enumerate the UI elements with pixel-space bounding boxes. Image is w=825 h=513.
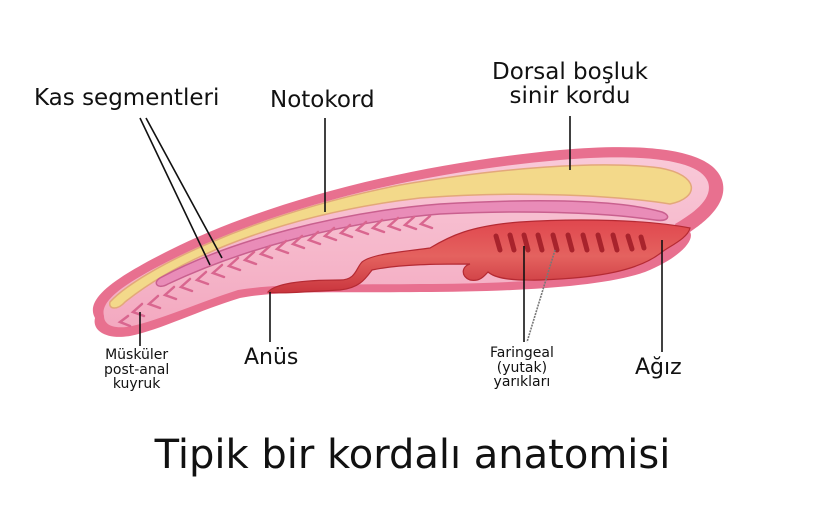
label-mouth: Ağız [635, 355, 682, 380]
body-inner [103, 157, 709, 328]
label-pharyngeal-line2: (yutak) [496, 359, 548, 376]
leader-lines [139, 116, 663, 352]
diagram-title: Tipik bir kordalı anatomisi [154, 432, 671, 478]
notochord-rod [155, 199, 669, 288]
muscle-segments [117, 214, 434, 328]
label-tail-line3: kuyruk [112, 376, 161, 393]
dorsal-nerve-cord [109, 164, 692, 309]
pharyngeal-slits [493, 232, 647, 253]
label-post-anal-tail: Müsküler post-anal kuyruk [104, 348, 169, 392]
label-pharyngeal-line3: yarıkları [493, 374, 551, 391]
label-muscle-segments: Kas segmentleri [34, 85, 220, 111]
label-dorsal-nerve-cord-line1: Dorsal boşluk [492, 59, 648, 85]
label-anus: Anüs [244, 345, 299, 370]
label-tail-line2: post-anal [104, 361, 170, 378]
label-notochord: Notokord [270, 87, 375, 113]
label-pharyngeal-slits: Faringeal (yutak) yarıkları [490, 346, 554, 390]
label-pharyngeal-line1: Faringeal [490, 345, 554, 361]
label-dorsal-nerve-cord: Dorsal boşluk sinir kordu [492, 60, 648, 108]
label-tail-line1: Müsküler [105, 347, 169, 363]
label-dorsal-nerve-cord-line2: sinir kordu [509, 83, 631, 110]
